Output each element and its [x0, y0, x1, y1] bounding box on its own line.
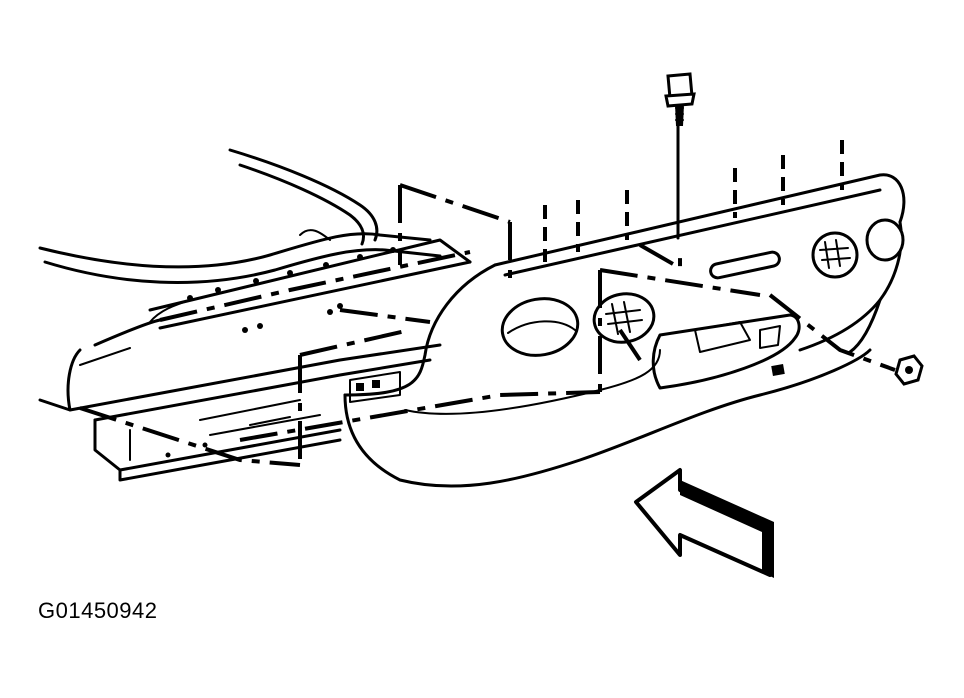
lamp-hash-marks: [605, 239, 851, 335]
bumper-fascia: [343, 173, 906, 488]
vehicle-body: [38, 148, 472, 482]
bolt-icon: [664, 72, 696, 126]
alignment-lines: [79, 123, 896, 467]
figure-code: G01450942: [38, 598, 158, 623]
nut-icon: [894, 354, 924, 386]
direction-arrow-icon: [634, 468, 774, 578]
